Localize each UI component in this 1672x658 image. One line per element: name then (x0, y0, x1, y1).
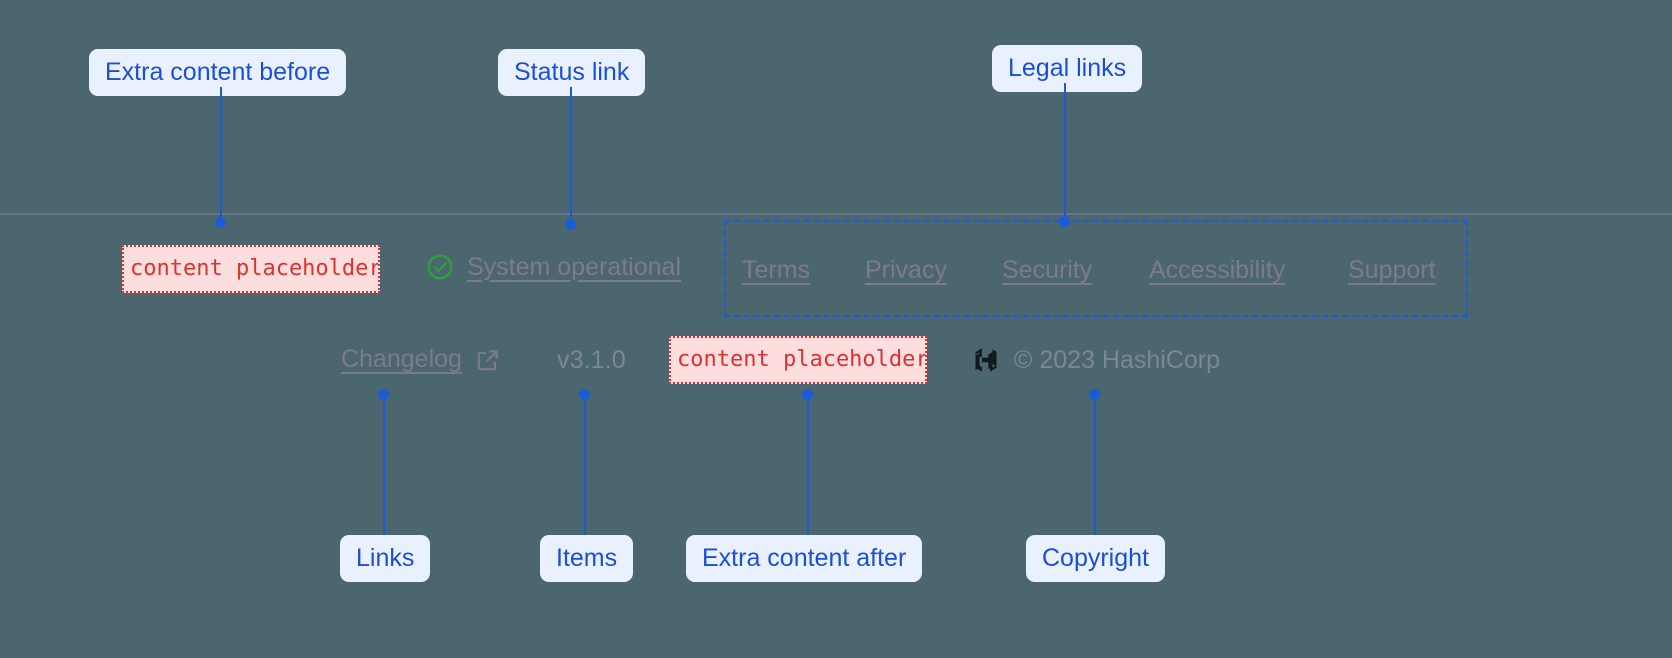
check-circle-icon (427, 254, 453, 280)
callout-extra-content-after: Extra content after (686, 535, 923, 582)
status-link[interactable]: System operational (425, 252, 681, 282)
leader-dot-status-link (565, 219, 576, 230)
leader-links (383, 394, 385, 535)
legal-links-region-box (724, 220, 1468, 317)
callout-extra-content-before: Extra content before (89, 49, 347, 96)
callout-items: Items (540, 535, 634, 582)
changelog-link-label[interactable]: Changelog (341, 345, 462, 373)
callout-links: Links (340, 535, 431, 582)
leader-items (584, 394, 586, 535)
version-label: v3.1.0 (557, 346, 626, 374)
copyright-text: © 2023 HashiCorp (1014, 345, 1221, 374)
footer-top-divider (0, 213, 1672, 215)
legal-link-accessibility[interactable]: Accessibility (1149, 256, 1286, 284)
leader-extra-content-after (807, 394, 809, 535)
hashicorp-logo-icon (975, 348, 997, 372)
callout-legal-links: Legal links (992, 45, 1143, 92)
leader-dot-extra-content-before (215, 217, 226, 228)
changelog-link[interactable]: Changelog (341, 345, 501, 374)
callout-copyright: Copyright (1026, 535, 1165, 582)
leader-legal-links (1064, 83, 1066, 222)
leader-extra-content-before (220, 87, 222, 222)
legal-link-privacy[interactable]: Privacy (865, 256, 947, 284)
status-link-label[interactable]: System operational (467, 252, 682, 281)
copyright: © 2023 HashiCorp (972, 345, 1220, 375)
legal-link-security[interactable]: Security (1002, 256, 1093, 284)
legal-link-terms[interactable]: Terms (742, 256, 811, 284)
legal-link-support[interactable]: Support (1348, 256, 1436, 284)
extra-content-before-placeholder: content placeholder (122, 245, 380, 293)
extra-content-after-placeholder: content placeholder (669, 336, 927, 384)
external-link-icon (477, 349, 498, 370)
leader-copyright (1094, 394, 1096, 535)
leader-status-link (570, 87, 572, 225)
